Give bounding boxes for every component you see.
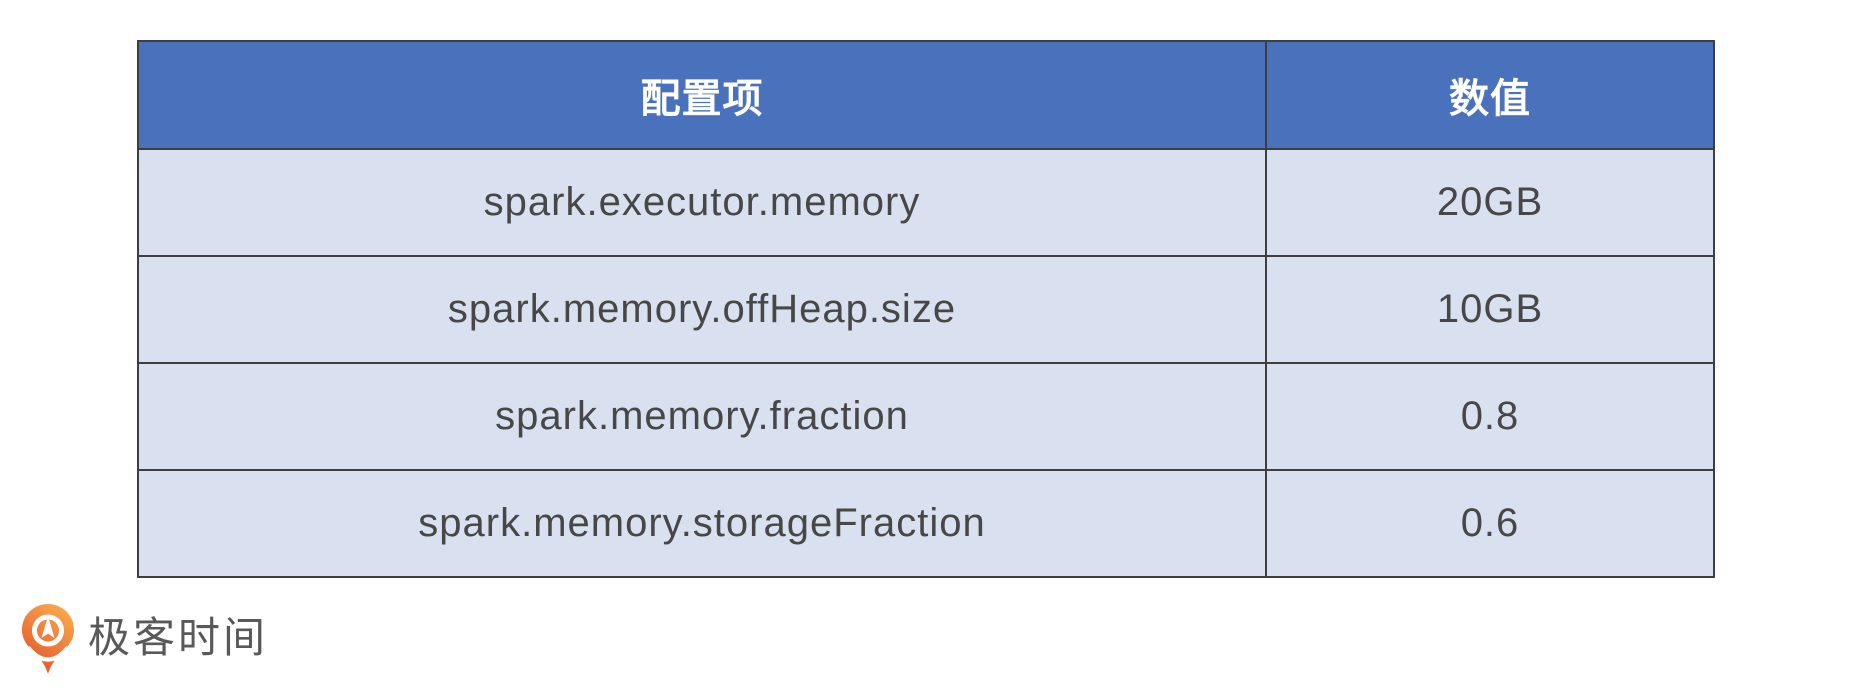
geektime-logo-text: 极客时间 [88,614,269,661]
geektime-pin-icon [22,604,74,676]
table-row: spark.memory.storageFraction 0.6 [137,469,1715,578]
geektime-logo: 极客时间 [22,604,268,676]
config-cell: spark.executor.memory [137,148,1267,257]
value-cell: 20GB [1265,148,1715,257]
table-body: spark.executor.memory 20GB spark.memory.… [137,148,1715,578]
value-cell: 10GB [1265,255,1715,364]
table-row: spark.executor.memory 20GB [137,148,1715,257]
config-cell: spark.memory.fraction [137,362,1267,471]
table-row: spark.memory.offHeap.size 10GB [137,255,1715,364]
config-cell: spark.memory.offHeap.size [137,255,1267,364]
header-row: 配置项 数值 [137,40,1715,150]
value-cell: 0.8 [1265,362,1715,471]
value-cell: 0.6 [1265,469,1715,578]
spark-config-table: 配置项 数值 spark.executor.memory 20GB spark.… [137,40,1715,578]
header-cell-value: 数值 [1265,40,1715,150]
header-cell-config: 配置项 [137,40,1267,150]
table-header: 配置项 数值 [137,40,1715,150]
config-cell: spark.memory.storageFraction [137,469,1267,578]
table-row: spark.memory.fraction 0.8 [137,362,1715,471]
